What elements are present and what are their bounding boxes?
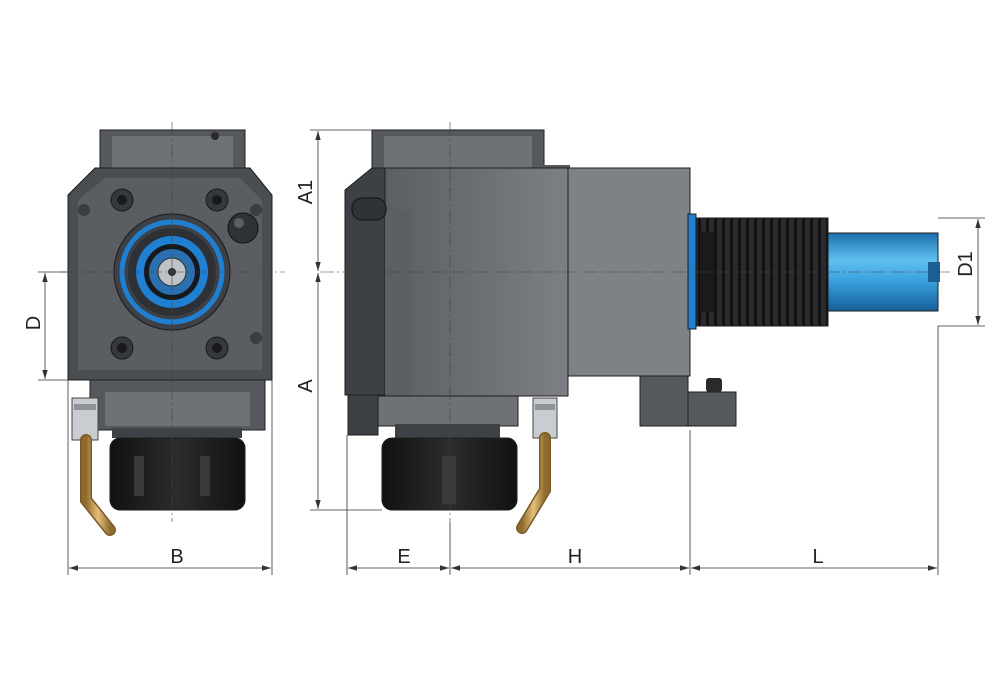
front-coolant-pipe xyxy=(71,397,116,536)
side-lower-step xyxy=(639,375,689,427)
side-main-body xyxy=(384,167,569,397)
side-coolant-pipe xyxy=(516,397,558,534)
dim-label-a1: A1 xyxy=(295,180,317,204)
screw-icon xyxy=(211,132,219,140)
front-view xyxy=(60,122,285,536)
coolant-port-icon xyxy=(227,212,259,244)
side-blue-seal xyxy=(687,213,697,330)
dim-label-d1: D1 xyxy=(955,251,977,277)
dim-label-h: H xyxy=(568,546,582,568)
dim-label-a: A xyxy=(295,379,317,393)
front-screws xyxy=(78,188,262,360)
front-collet-nut xyxy=(109,437,246,511)
dim-label-e: E xyxy=(397,546,410,568)
dimension-lines: A1 A D D1 B E H L xyxy=(23,129,985,575)
dim-label-l: L xyxy=(812,546,823,568)
dim-label-b: B xyxy=(170,546,183,568)
side-view xyxy=(320,122,950,534)
dim-label-d: D xyxy=(23,316,45,330)
side-lower-housing xyxy=(377,395,519,427)
